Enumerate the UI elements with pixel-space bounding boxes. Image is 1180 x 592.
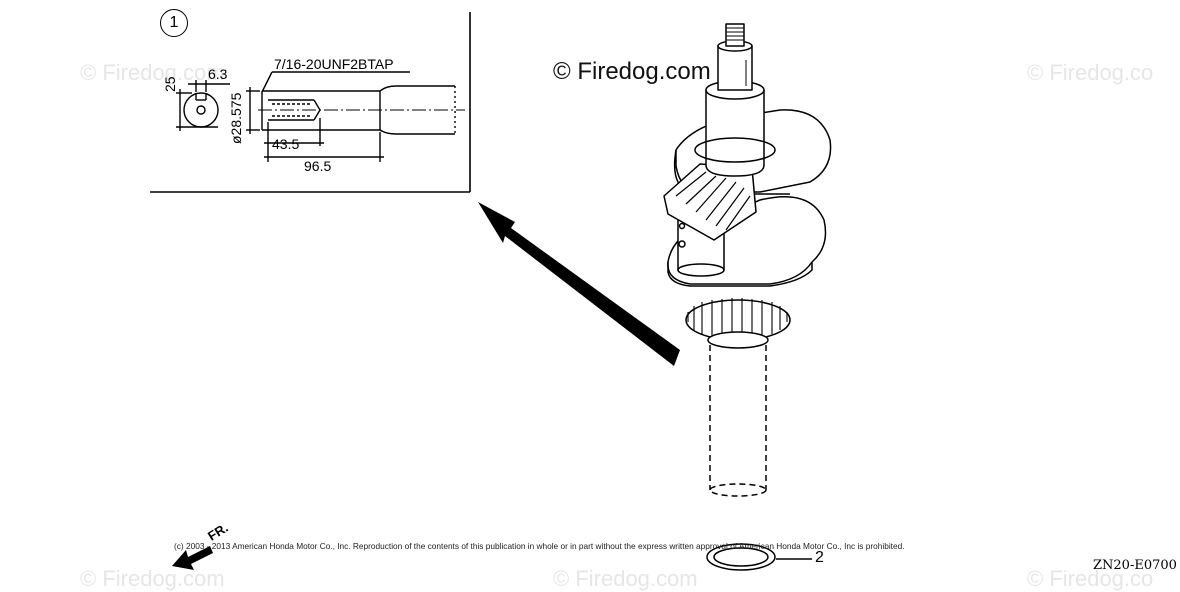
thread-spec-label: 7/16-20UNF2BTAP [274,56,394,72]
watermark-bottom-mid: © Firedog.com [553,566,698,591]
front-direction-arrow [172,546,213,570]
detail-callout-number: 1 [160,9,188,37]
crankshaft-illustration [663,23,832,497]
washer-part-number: 2 [815,549,824,566]
key-width-dimension: 6.3 [208,66,228,82]
watermark-top-left: © Firedog.com [80,60,225,85]
shaft-side-view [246,71,465,162]
length-dimension: 96.5 [304,158,332,174]
watermark-main: © Firedog.com [553,58,711,85]
detail-pointer-arrow [478,202,680,366]
diagram-reference-code: ZN20-E0700 [1093,558,1177,573]
watermark-bottom-left: © Firedog.com [80,566,225,591]
watermark-top-right: © Firedog.co [1027,60,1154,85]
height-dimension: 25 [162,76,178,92]
washer-part [706,543,812,571]
shaft-end-view [176,80,230,131]
watermark-bottom-right: © Firedog.co [1027,566,1154,591]
copyright-notice: (c) 2003 - 2013 American Honda Motor Co.… [174,541,905,551]
diameter-dimension: ø28.575 [228,92,244,144]
detail-inset-frame [150,12,471,193]
tap-depth-dimension: 43.5 [272,136,300,152]
